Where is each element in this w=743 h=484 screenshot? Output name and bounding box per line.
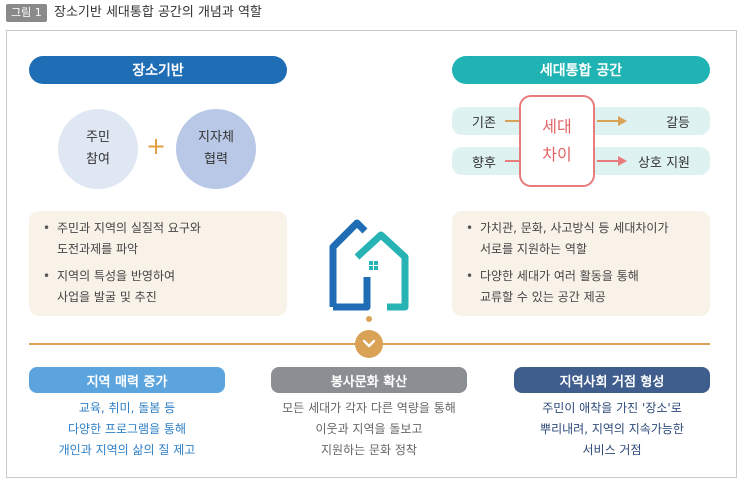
left-bullet-1-line2: 도전과제를 파악 <box>57 242 139 256</box>
right-description-card: 가치관, 문화, 사고방식 등 세대차이가 서로를 지원하는 역할 다양한 세대… <box>452 211 710 316</box>
house-window-3 <box>369 266 373 270</box>
outcome-2-label: 봉사문화 확산 <box>271 367 467 393</box>
circle1-line2: 참여 <box>86 152 110 167</box>
outcome-3-text: 주민이 애착을 가진 '장소'로 뿌리내려, 지역의 지속가능한 서비스 거점 <box>514 398 710 461</box>
house-icon <box>329 219 409 311</box>
right-bullet-2: 다양한 세대가 여러 활동을 통해 교류할 수 있는 공간 제공 <box>466 266 700 308</box>
right-bullet-2-line2: 교류할 수 있는 공간 제공 <box>480 290 606 304</box>
chevron-down-icon <box>355 330 383 358</box>
left-description-card: 주민과 지역의 실질적 요구와 도전과제를 파악 지역의 특성을 반영하여 사업… <box>29 211 287 316</box>
outcome-1-text: 교육, 취미, 돌봄 등 다양한 프로그램을 통해 개인과 지역의 삶의 질 제… <box>29 398 225 461</box>
right-bullet-2-line1: 다양한 세대가 여러 활동을 통해 <box>480 269 639 283</box>
diagram-frame <box>6 30 737 478</box>
row-arrows <box>505 116 627 166</box>
house-teal-outline <box>354 231 409 311</box>
generation-gap-box: 세대 차이 <box>519 95 595 187</box>
connector-dot <box>366 316 372 322</box>
plus-icon: + <box>146 132 167 160</box>
left-bullet-1: 주민과 지역의 실질적 요구와 도전과제를 파악 <box>43 218 277 260</box>
right-bullet-1: 가치관, 문화, 사고방식 등 세대차이가 서로를 지원하는 역할 <box>466 218 700 260</box>
circle2-line1: 지자체 <box>198 130 234 145</box>
left-bullet-2-line1: 지역의 특성을 반영하여 <box>57 269 176 283</box>
house-blue-base <box>333 277 371 311</box>
outcome-3-line3: 서비스 거점 <box>582 443 642 457</box>
arrow-row1-head <box>618 116 627 126</box>
left-bullet-1-line1: 주민과 지역의 실질적 요구와 <box>57 221 201 235</box>
outcome-3-line2: 뿌리내려, 지역의 지속가능한 <box>540 422 684 436</box>
gen-line2: 차이 <box>542 145 572 164</box>
right-header: 세대통합 공간 <box>452 56 710 84</box>
row1-right-label: 갈등 <box>666 116 690 131</box>
outcome-2-line3: 지원하는 문화 정착 <box>321 443 417 457</box>
row2-right-label: 상호 지원 <box>638 156 690 171</box>
row2-left-label: 향후 <box>472 156 496 171</box>
right-bullet-1-line1: 가치관, 문화, 사고방식 등 세대차이가 <box>480 221 669 235</box>
house-blue-outline <box>329 219 368 307</box>
circle2-line2: 협력 <box>204 152 228 167</box>
left-header: 장소기반 <box>29 56 287 84</box>
outcome-1-line2: 다양한 프로그램을 통해 <box>67 422 187 436</box>
arrow-row2-head <box>618 156 627 166</box>
circle1-line1: 주민 <box>86 130 110 145</box>
outcome-1-line3: 개인과 지역의 삶의 질 제고 <box>58 443 196 457</box>
outcome-2-line2: 이웃과 지역을 돌보고 <box>315 422 423 436</box>
house-window-2 <box>374 261 378 265</box>
outcome-3-label: 지역사회 거점 형성 <box>514 367 710 393</box>
chevron-down-glyph <box>362 339 376 348</box>
local-government-circle: 지자체 협력 <box>176 109 256 189</box>
outcome-2-line1: 모든 세대가 각자 다른 역량을 통해 <box>282 401 456 415</box>
left-bullet-2-line2: 사업을 발굴 및 추진 <box>57 290 157 304</box>
figure-title: 장소기반 세대통합 공간의 개념과 역할 <box>54 5 262 20</box>
figure-tag: 그림 1 <box>6 4 47 22</box>
right-bullet-1-line2: 서로를 지원하는 역할 <box>480 242 587 256</box>
resident-participation-circle: 주민 참여 <box>58 109 138 189</box>
outcome-1-label: 지역 매력 증가 <box>29 367 225 393</box>
outcome-1-line1: 교육, 취미, 돌봄 등 <box>78 401 176 415</box>
outcome-3-line1: 주민이 애착을 가진 '장소'로 <box>542 401 682 415</box>
house-window-1 <box>369 261 373 265</box>
row1-left-label: 기존 <box>472 116 496 131</box>
gen-line1: 세대 <box>542 117 572 136</box>
house-window-4 <box>374 266 378 270</box>
left-bullet-2: 지역의 특성을 반영하여 사업을 발굴 및 추진 <box>43 266 277 308</box>
outcome-2-text: 모든 세대가 각자 다른 역량을 통해 이웃과 지역을 돌보고 지원하는 문화 … <box>271 398 467 461</box>
